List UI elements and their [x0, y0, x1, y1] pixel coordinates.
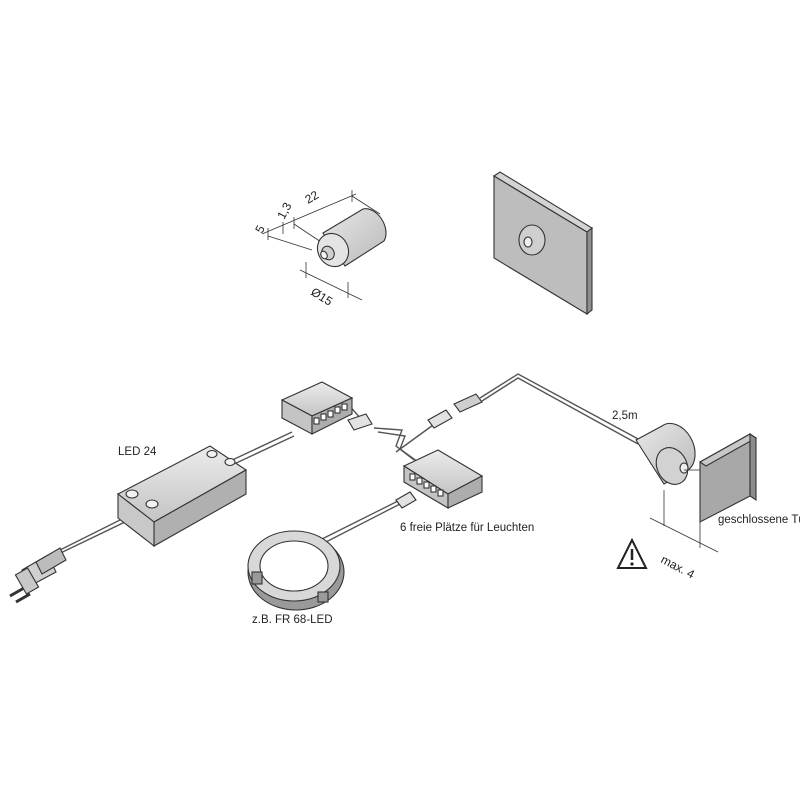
dimension-line-diameter: [299, 269, 363, 301]
cable-driver-distributor-2: [231, 435, 295, 466]
plug-pin: [15, 592, 31, 604]
sensor-cable-2: [481, 377, 639, 445]
ring-downlight: [247, 530, 345, 611]
dim-diameter: Ø15: [308, 285, 335, 309]
label-example-light: z.B. FR 68-LED: [252, 614, 333, 626]
cable-driver-distributor: [227, 431, 293, 463]
max-distance-dimension: [649, 490, 719, 553]
cable-to-light: [319, 499, 401, 541]
cable-connector-loop-2: [377, 431, 419, 463]
label-led-24: LED 24: [118, 446, 157, 458]
extension-line: [267, 235, 313, 251]
door-sensor: [635, 422, 700, 485]
sensor-dimension-drawing: 5 1,3 22 Ø15: [252, 188, 387, 309]
sensor-cable: [479, 373, 641, 441]
closed-door: [698, 432, 758, 523]
small-connector: [347, 413, 373, 431]
clip: [317, 591, 329, 603]
clip: [251, 571, 263, 585]
extension-line: [351, 195, 381, 215]
sensor-plug-connector: [395, 393, 483, 509]
led-driver: [116, 445, 248, 548]
dim-1-3: 1,3: [274, 200, 294, 222]
warning-triangle-icon: [616, 537, 648, 569]
distributor-top: [280, 381, 354, 435]
plug-pin: [9, 586, 25, 598]
dim-5: 5: [252, 223, 268, 236]
label-closed-door: geschlossene Tür: [718, 514, 800, 526]
dimension-line-top: [261, 193, 357, 235]
label-cable-length: 2,5m: [612, 410, 638, 422]
dim-22: 22: [303, 188, 322, 207]
distributor-top-ports: [313, 403, 348, 425]
mounted-sensor-panel: [492, 171, 593, 316]
sensor-cylinder: [316, 208, 387, 268]
distributor-bottom-ports: [409, 473, 444, 497]
distributor-bottom: [402, 449, 484, 509]
label-max: max. 4: [659, 552, 698, 581]
label-free-slots: 6 freie Plätze für Leuchten: [400, 522, 534, 534]
cable-to-light-2: [323, 502, 403, 544]
eu-plug: [9, 547, 67, 604]
